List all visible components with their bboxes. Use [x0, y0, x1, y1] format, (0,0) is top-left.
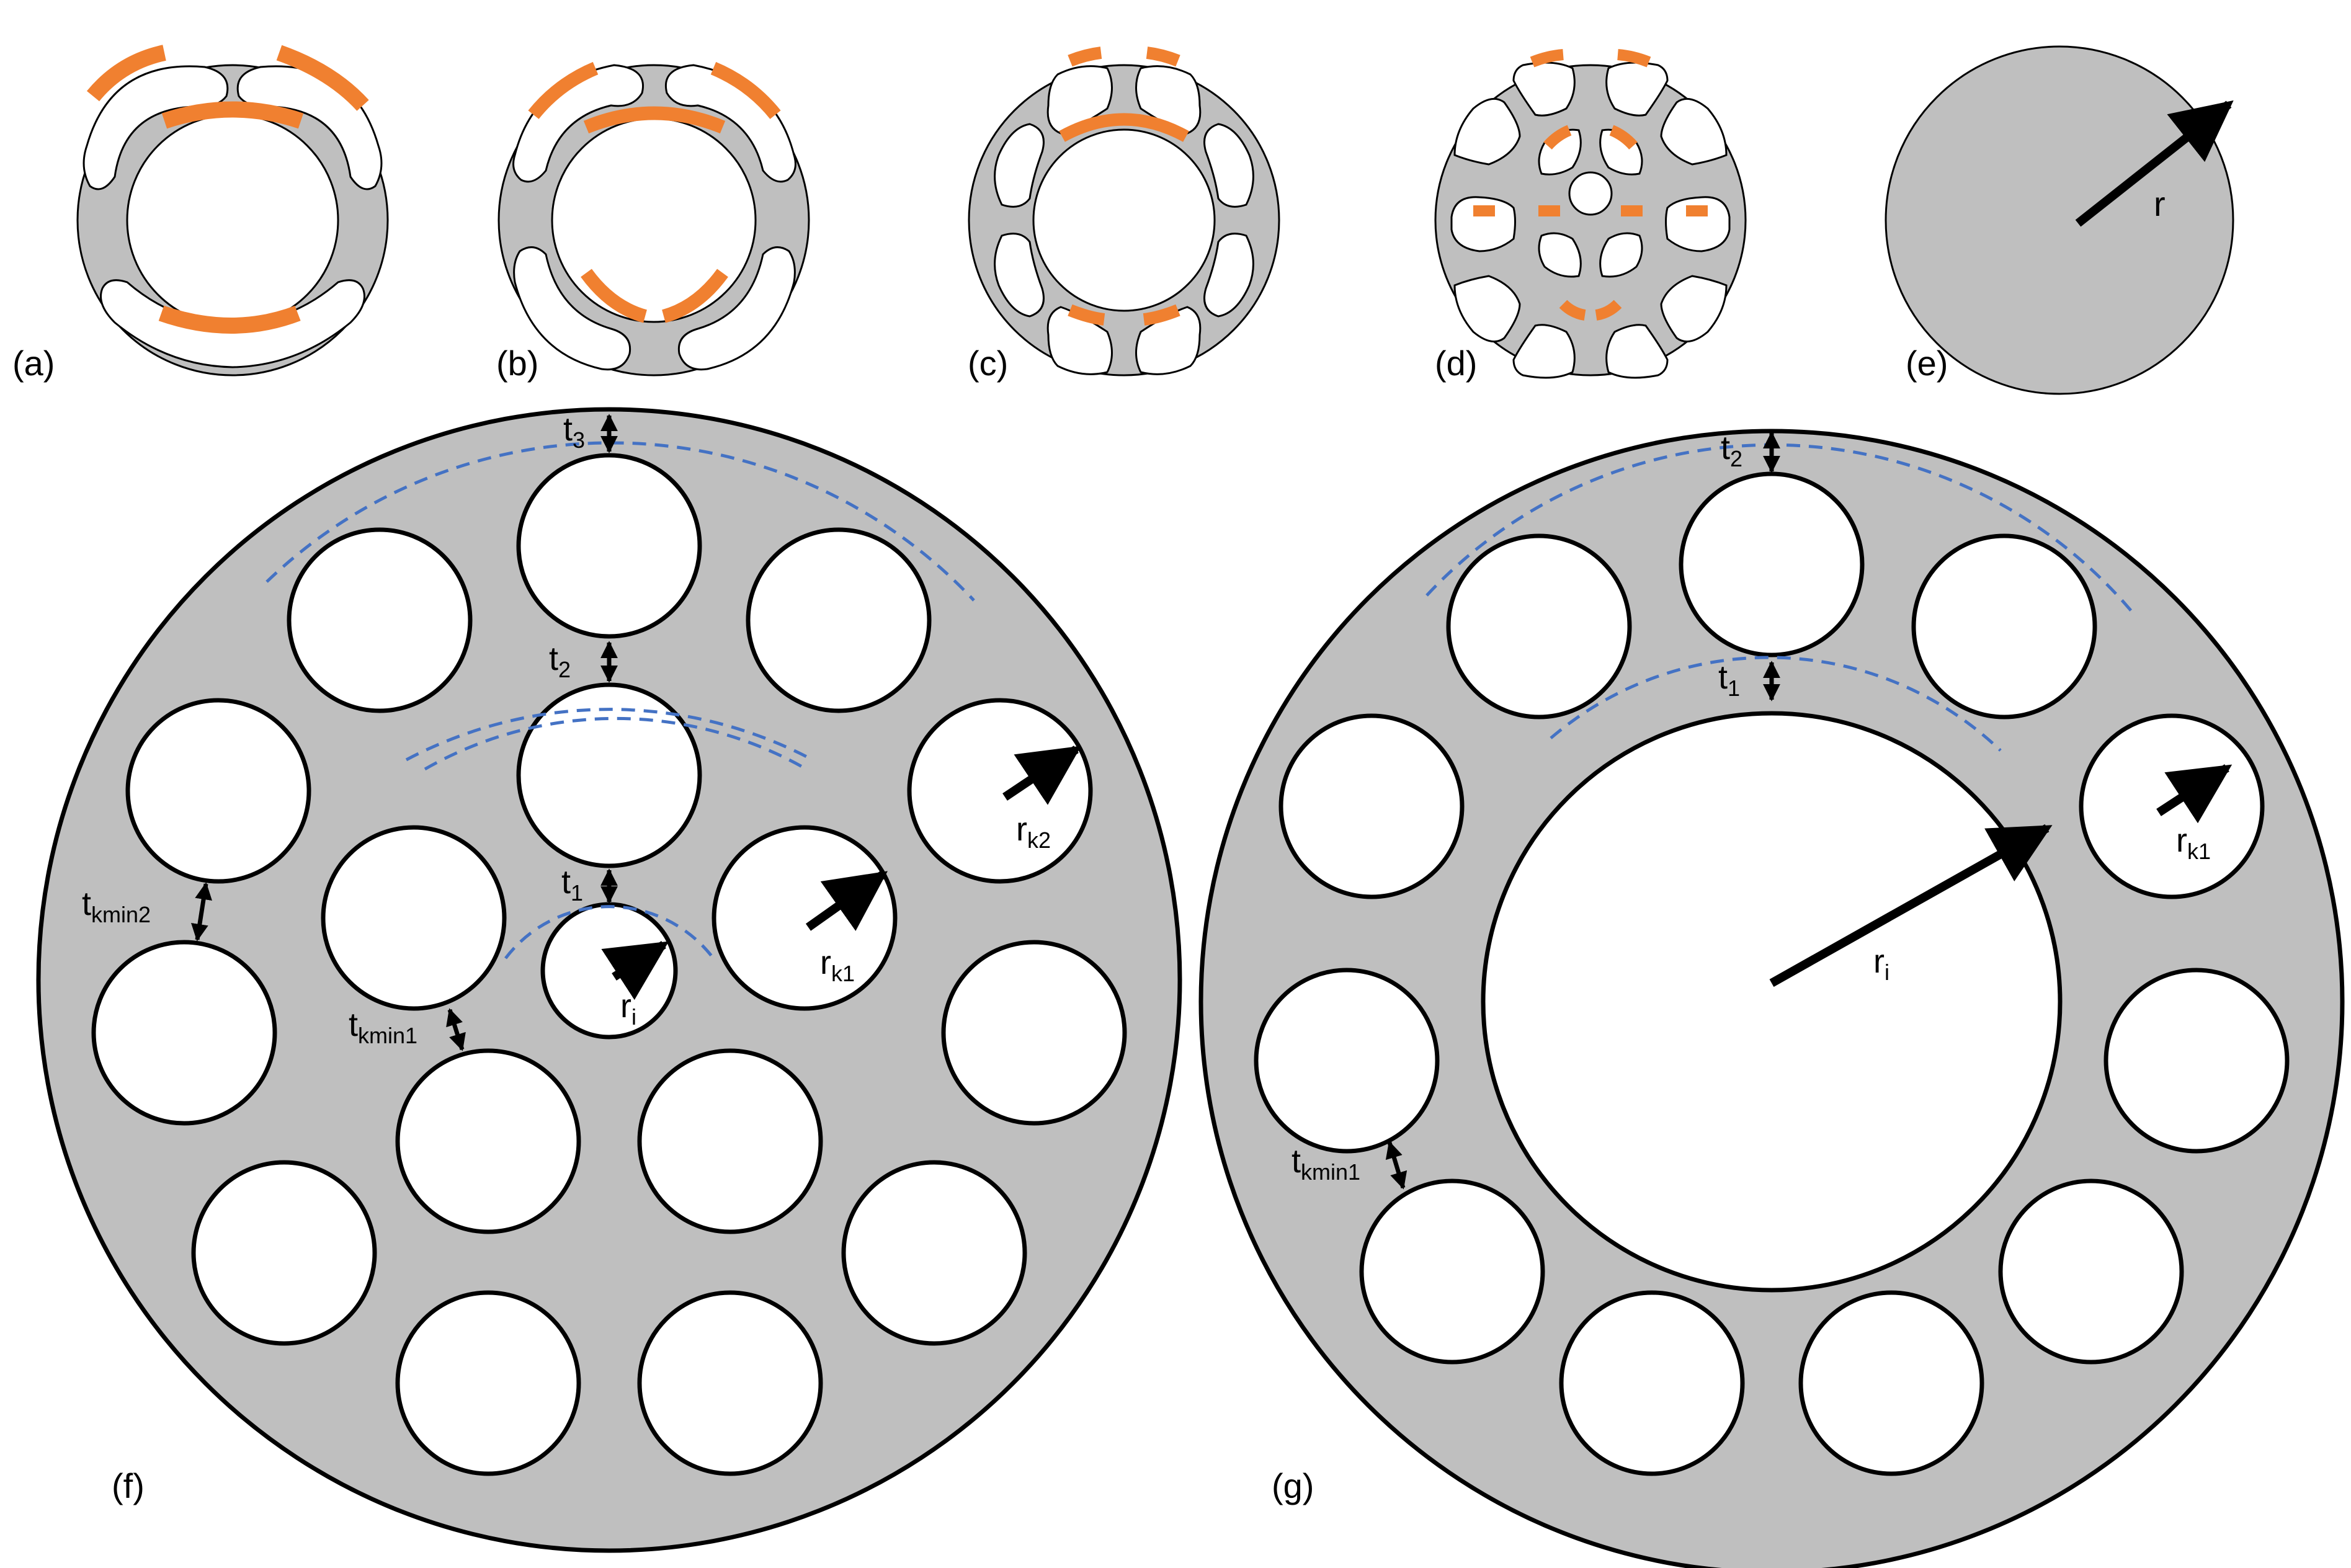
panel-c-slots — [994, 65, 1254, 375]
panel-g-holes — [1254, 471, 2290, 1476]
panel-f-rk2-arrow — [1002, 746, 1082, 805]
panel-f-t1-label: t1 — [561, 863, 583, 906]
panel-e-solid-disc — [1885, 45, 2234, 395]
panel-f-hole — [746, 527, 932, 713]
panel-g-hole — [1446, 533, 1632, 719]
panel-f-hole — [516, 453, 702, 639]
panel-b: (b) — [496, 61, 810, 383]
panel-g-ri-label: ri — [1873, 943, 1889, 985]
panel-g-hole — [1798, 1290, 1984, 1476]
panel-d-outer-slots — [1450, 61, 1731, 379]
panel-g-hole — [2103, 968, 2290, 1154]
panel-c-label: (c) — [968, 344, 1008, 383]
panel-g-t1-label: t1 — [1718, 659, 1740, 701]
panel-g-hole — [1559, 1290, 1745, 1476]
panel-f-hole — [91, 940, 277, 1126]
panel-f-rk1-label: rk1 — [820, 944, 855, 986]
panel-f-radius-arrows — [601, 746, 1082, 1000]
panel-e-label: (e) — [1906, 344, 1948, 383]
panel-f-hole — [395, 1048, 581, 1234]
panel-f-holes — [91, 453, 1127, 1476]
panel-g-label: (g) — [1272, 1466, 1314, 1505]
panel-f-hole — [125, 698, 311, 884]
panel-f-annotations: t3 t2 t1 ri rk1 rk2 tkmin2 tkmin1 — [82, 411, 1051, 1048]
panel-g-rk1-label: rk1 — [2176, 822, 2211, 864]
panel-f-ri-label: ri — [620, 987, 636, 1030]
panel-g-ri-arrow — [1769, 824, 2053, 987]
panel-f-hole — [712, 825, 898, 1011]
panel-e: r (e) — [1885, 45, 2234, 395]
panel-a-label: (a) — [12, 344, 55, 383]
panel-d-label: (d) — [1435, 344, 1477, 383]
panel-c-body — [968, 64, 1280, 376]
panel-g-hole — [1679, 471, 1865, 657]
panel-f-label: (f) — [112, 1466, 145, 1505]
panel-e-radius-label: r — [2154, 184, 2166, 223]
panel-g-t2-label: t2 — [1721, 429, 1742, 471]
panel-g-hole — [1998, 1178, 2184, 1365]
panel-a: (a) — [12, 45, 389, 383]
panel-f-hole — [637, 1048, 823, 1234]
panel-b-label: (b) — [496, 344, 538, 383]
panel-g: t2 t1 ri rk1 tkmin1 (g) — [1198, 429, 2345, 1568]
panel-f-hole — [191, 1160, 377, 1346]
panel-b-slots — [512, 64, 796, 371]
panel-f-t2-label: t2 — [549, 640, 571, 682]
panel-f-t3-label: t3 — [563, 411, 585, 453]
panel-f-hole — [287, 527, 473, 713]
panel-g-tkmin1-arrow — [1385, 1141, 1407, 1190]
panel-g-dimension-arrows — [1385, 431, 1780, 1190]
panel-f-hole — [395, 1290, 581, 1476]
panel-f-rk2-label: rk2 — [1016, 811, 1051, 853]
panel-f-tkmin2-arrow — [191, 882, 212, 942]
panel-f-hole — [941, 940, 1127, 1126]
panel-f-hole — [321, 825, 507, 1011]
panel-g-rk1-arrow — [2156, 764, 2233, 824]
panel-f-dashed-guides — [265, 441, 975, 960]
panel-f-hole — [637, 1290, 823, 1476]
panel-f-hole — [841, 1160, 1027, 1346]
panel-a-accents — [86, 45, 369, 334]
panel-g-radius-arrows — [1769, 764, 2233, 987]
panel-f-ri-arrow — [601, 941, 669, 1000]
panel-f-hole-center — [540, 902, 678, 1040]
panel-d-accents — [1473, 49, 1708, 321]
panel-f-hole — [907, 698, 1093, 884]
panel-c-accents — [1059, 47, 1189, 326]
panel-c: (c) — [968, 47, 1280, 383]
panel-f-tkmin1-arrow — [446, 1008, 466, 1051]
panel-g-hole — [1911, 533, 2097, 719]
panel-g-annotations: t2 t1 ri rk1 tkmin1 — [1291, 429, 2211, 1185]
panel-b-accents — [528, 61, 781, 323]
panel-f-hole — [516, 682, 702, 868]
panel-g-tkmin1-label: tkmin1 — [1291, 1143, 1360, 1185]
panel-f-tkmin2-label: tkmin2 — [82, 885, 151, 927]
panel-d: (d) — [1434, 49, 1747, 383]
panel-f: t3 t2 t1 ri rk1 rk2 tkmin2 tkmin1 (f) — [36, 407, 1182, 1553]
panel-f-dimension-arrows — [191, 414, 618, 1051]
panel-g-hole — [1254, 968, 1440, 1154]
panel-f-rk1-arrow — [805, 871, 888, 931]
panel-g-dashed-guides — [1425, 443, 2135, 752]
panel-g-hole — [1278, 713, 1465, 899]
panel-g-hole — [1359, 1178, 1545, 1365]
panel-e-radius-arrow — [2075, 100, 2234, 227]
panel-f-tkmin1-label: tkmin1 — [349, 1006, 417, 1048]
